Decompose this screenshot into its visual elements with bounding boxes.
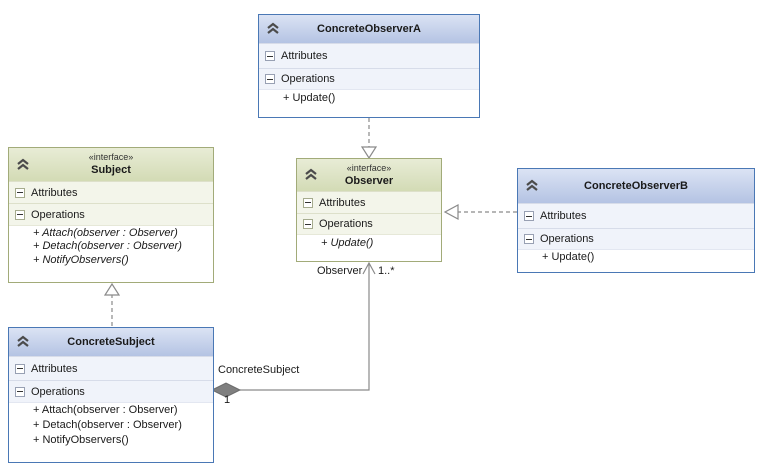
realization-concreteobservera-observer[interactable] xyxy=(360,118,378,160)
class-box-concrete-observer-b[interactable]: ConcreteObserverB Attributes Operations … xyxy=(517,168,755,273)
association-concretesubject-observer[interactable] xyxy=(210,261,376,398)
collapse-minus-icon[interactable] xyxy=(303,197,313,208)
association-source-multiplicity-label: 1 xyxy=(224,394,231,406)
attributes-label: Attributes xyxy=(31,186,78,199)
class-title: Subject xyxy=(91,164,131,176)
operations-section-row[interactable]: Operations xyxy=(9,203,213,225)
hollow-triangle-arrowhead-icon xyxy=(103,282,121,296)
open-arrowhead-icon xyxy=(362,261,376,275)
operations-label: Operations xyxy=(31,385,85,398)
realization-concretesubject-subject[interactable] xyxy=(103,282,121,326)
operations-label: Operations xyxy=(281,73,335,85)
collapse-minus-icon[interactable] xyxy=(15,386,25,397)
attributes-section-row[interactable]: Attributes xyxy=(9,356,213,380)
association-target-role-label: Observer xyxy=(317,265,363,277)
collapse-chevron-icon[interactable] xyxy=(303,168,319,182)
operation-member[interactable]: + Update() xyxy=(518,249,754,264)
collapse-chevron-icon[interactable] xyxy=(15,158,31,172)
collapse-minus-icon[interactable] xyxy=(265,74,275,84)
attributes-label: Attributes xyxy=(281,50,328,62)
association-source-role-label: ConcreteSubject xyxy=(218,364,300,376)
class-stereotype: «interface» xyxy=(346,162,392,173)
collapse-chevron-icon[interactable] xyxy=(265,22,281,36)
class-header: «interface» Subject xyxy=(9,148,213,181)
collapse-minus-icon[interactable] xyxy=(524,211,534,221)
collapse-minus-icon[interactable] xyxy=(303,219,313,229)
collapse-chevron-icon[interactable] xyxy=(524,179,540,193)
attributes-section-row[interactable]: Attributes xyxy=(9,181,213,203)
operation-member[interactable]: + NotifyObservers() xyxy=(9,253,213,267)
class-box-concrete-subject[interactable]: ConcreteSubject Attributes Operations + … xyxy=(8,327,214,463)
class-title: Observer xyxy=(344,174,394,187)
hollow-triangle-arrowhead-icon xyxy=(443,203,459,221)
operation-member[interactable]: + Update() xyxy=(259,89,479,106)
collapse-minus-icon[interactable] xyxy=(524,234,534,244)
attributes-label: Attributes xyxy=(319,196,366,209)
class-box-observer[interactable]: «interface» Observer Attributes Operatio… xyxy=(296,158,442,262)
class-title: ConcreteSubject xyxy=(67,336,155,348)
operation-member[interactable]: + Update() xyxy=(297,234,441,251)
collapse-minus-icon[interactable] xyxy=(15,209,25,220)
operations-section-row[interactable]: Operations xyxy=(259,68,479,89)
operations-section-row[interactable]: Operations xyxy=(297,213,441,234)
operations-section-row[interactable]: Operations xyxy=(518,228,754,249)
class-title: ConcreteObserverA xyxy=(317,23,421,35)
realization-concreteobserverb-observer[interactable] xyxy=(443,203,517,221)
association-target-multiplicity-label: 1..* xyxy=(378,265,395,277)
class-box-concrete-observer-a[interactable]: ConcreteObserverA Attributes Operations … xyxy=(258,14,480,118)
class-header: ConcreteSubject xyxy=(9,328,213,356)
attributes-label: Attributes xyxy=(31,362,78,375)
collapse-minus-icon[interactable] xyxy=(15,187,25,198)
operations-label: Operations xyxy=(319,218,373,230)
class-header: ConcreteObserverA xyxy=(259,15,479,43)
operation-member[interactable]: + Detach(observer : Observer) xyxy=(9,239,213,253)
operation-member[interactable]: + Attach(observer : Observer) xyxy=(9,225,213,239)
class-title: ConcreteObserverB xyxy=(584,180,688,192)
operations-section-row[interactable]: Operations xyxy=(9,380,213,402)
attributes-section-row[interactable]: Attributes xyxy=(297,191,441,213)
collapse-minus-icon[interactable] xyxy=(265,51,275,61)
operation-member[interactable]: + NotifyObservers() xyxy=(9,432,213,447)
class-header: «interface» Observer xyxy=(297,159,441,191)
attributes-section-row[interactable]: Attributes xyxy=(259,43,479,68)
operation-member[interactable]: + Attach(observer : Observer) xyxy=(9,402,213,417)
collapse-chevron-icon[interactable] xyxy=(15,335,31,349)
attributes-section-row[interactable]: Attributes xyxy=(518,203,754,228)
collapse-minus-icon[interactable] xyxy=(15,363,25,374)
attributes-label: Attributes xyxy=(540,210,587,222)
operation-member[interactable]: + Detach(observer : Observer) xyxy=(9,417,213,432)
operations-label: Operations xyxy=(540,233,594,245)
aggregation-diamond-icon xyxy=(210,382,242,398)
hollow-triangle-arrowhead-icon xyxy=(360,146,378,160)
class-stereotype: «interface» xyxy=(88,152,134,162)
class-box-subject[interactable]: «interface» Subject Attributes Operation… xyxy=(8,147,214,283)
operations-label: Operations xyxy=(31,208,85,221)
class-header: ConcreteObserverB xyxy=(518,169,754,203)
